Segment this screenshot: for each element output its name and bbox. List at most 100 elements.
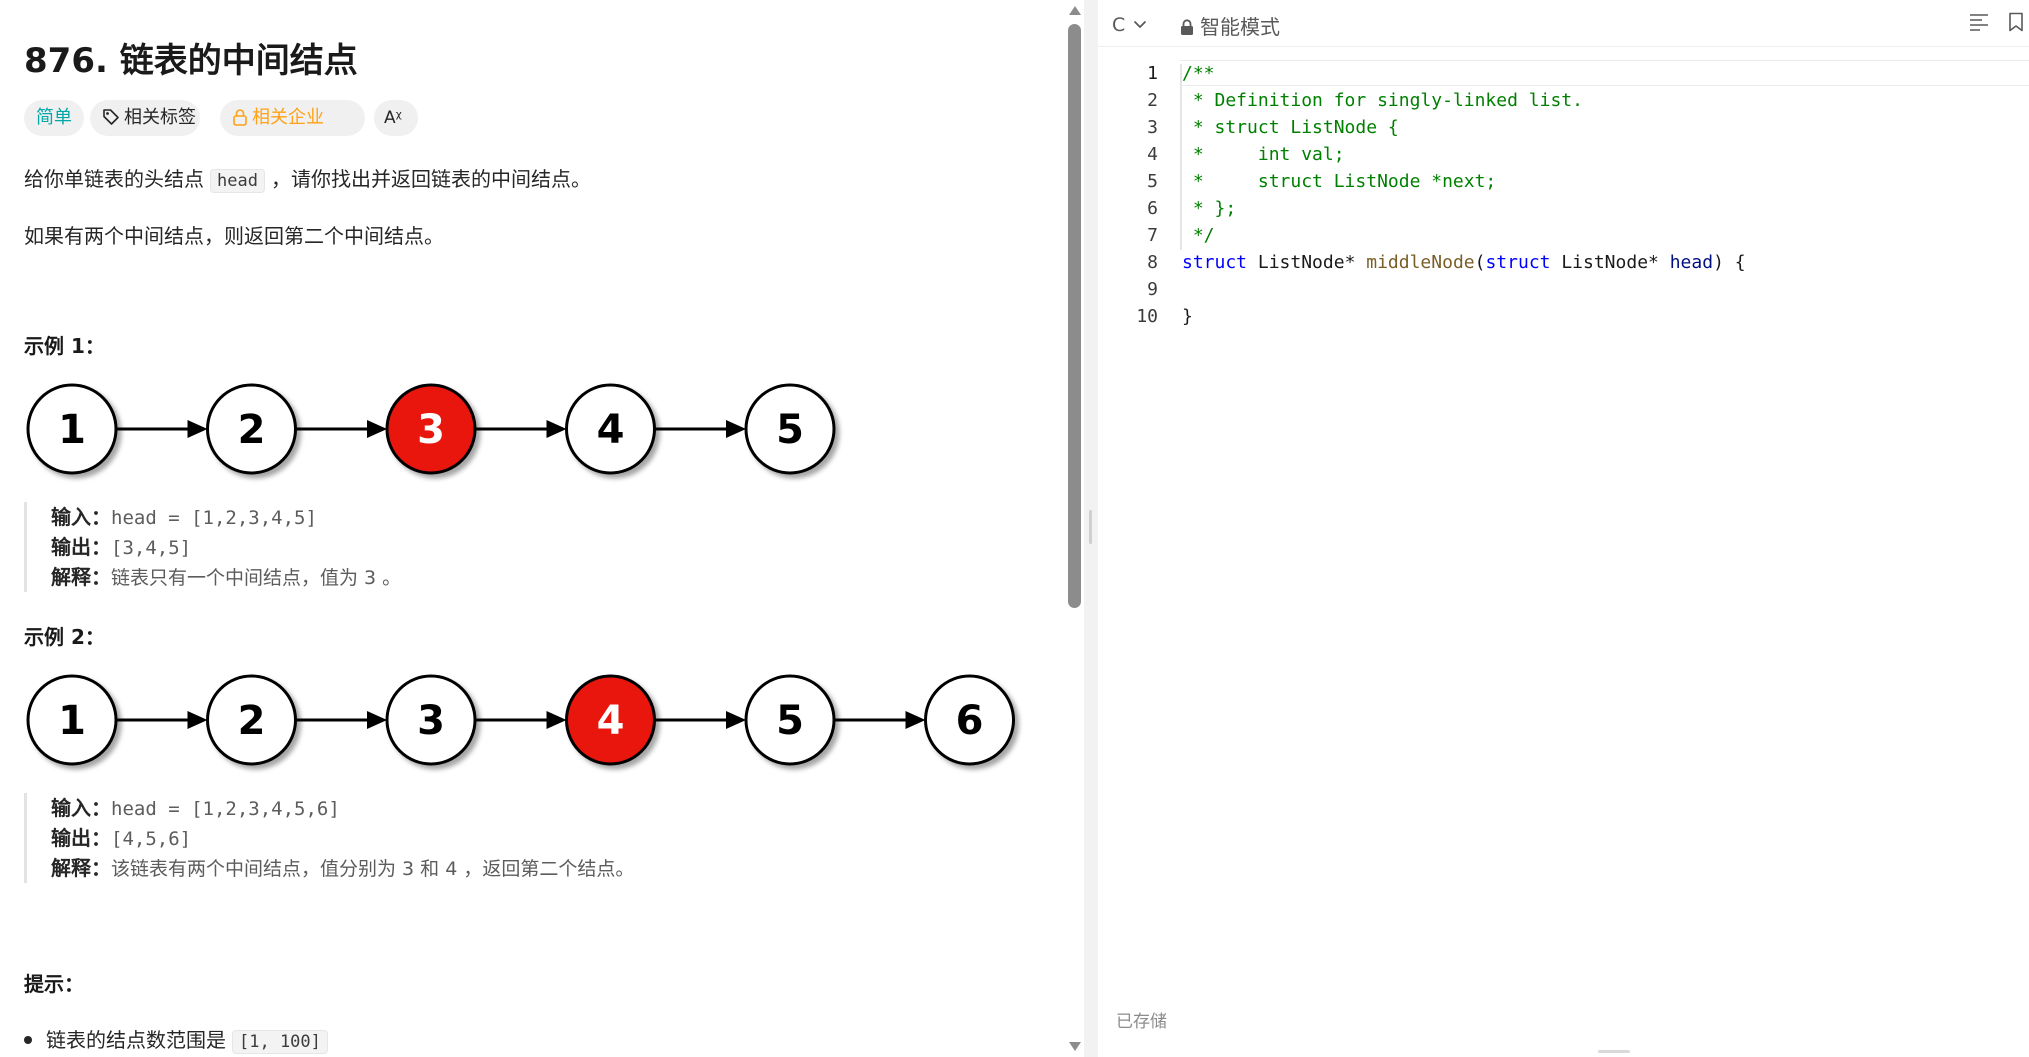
line-number: 4 [1147,144,1158,165]
code-token: * struct ListNode { [1182,117,1399,138]
list-node-label: 2 [238,407,266,453]
scrollbar-thumb[interactable] [1068,24,1081,608]
panel-splitter[interactable] [1084,0,1098,1057]
line-number: 1 [1147,63,1158,84]
example-1-output: 输出：[3,4,5] [51,532,401,562]
fold-guide [1180,64,1182,250]
input-value: head = [1,2,3,4,5,6] [111,798,340,820]
related-tags-button[interactable]: 相关标签 [90,100,200,136]
inline-code-head: head [210,169,265,193]
code-token: * struct ListNode *next; [1182,171,1497,192]
saved-status: 已存储 [1116,1012,1167,1032]
translate-icon: Aᵡ [384,108,402,128]
list-node-label: 1 [58,698,86,744]
arrow-head-icon [367,420,387,438]
language-select[interactable]: C [1112,12,1147,36]
code-text: } [1182,303,1193,330]
output-label: 输出： [51,826,111,850]
explain-label: 解释： [51,565,111,589]
arrow-head-icon [726,711,746,729]
desc-text: 给你单链表的头结点 [24,167,204,191]
list-node-label: 5 [776,407,804,453]
line-number: 9 [1147,279,1158,300]
line-number: 3 [1147,117,1158,138]
list-node-label: 5 [776,698,804,744]
arrow-head-icon [546,420,567,438]
example-1-heading: 示例 1： [24,334,105,358]
problem-title: 876. 链表的中间结点 [24,41,358,81]
console-resize-grip[interactable] [1598,1050,1630,1053]
output-label: 输出： [51,535,111,559]
arrow-head-icon [905,711,926,729]
list-node-highlighted [385,383,477,475]
list-node-highlighted [565,674,656,766]
example-1-explanation: 解释：链表只有一个中间结点，值为 3 。 [51,562,401,592]
code-text: * struct ListNode *next; [1182,168,1496,195]
example-2-block: 输入：head = [1,2,3,4,5,6] 输出：[4,5,6] 解释：该链… [24,793,634,883]
line-number: 6 [1147,198,1158,219]
code-token: /** [1182,63,1215,84]
code-token: */ [1182,225,1215,246]
desc-text: ，请你找出并返回链表的中间结点。 [270,167,591,191]
code-token: middleNode [1366,252,1475,273]
code-text: /** [1182,60,1215,87]
code-token: * Definition for singly-linked list. [1182,90,1583,111]
example-1-input: 输入：head = [1,2,3,4,5] [51,502,401,532]
smart-mode-toggle[interactable]: 智能模式 [1180,11,1280,40]
example-2-output: 输出：[4,5,6] [51,823,634,853]
code-text: * struct ListNode { [1182,114,1399,141]
code-token: ) { [1713,252,1746,273]
bullet-dot [24,1036,32,1044]
hint-item: 链表的结点数范围是[1, 100] [24,1024,334,1054]
editor-toolbar: C 智能模式 [1098,0,2029,47]
code-token: struct [1485,252,1551,273]
code-token: struct [1182,252,1248,273]
chevron-down-icon [1133,12,1147,34]
related-companies-button[interactable]: 相关企业 [220,100,365,136]
bookmark-icon[interactable] [2008,12,2024,36]
language-label: C [1112,14,1126,36]
inline-code-range: [1, 100] [232,1030,328,1054]
code-token: ListNode* [1550,252,1670,273]
line-number: 7 [1147,225,1158,246]
example-2-input: 输入：head = [1,2,3,4,5,6] [51,793,634,823]
code-token: * }; [1182,198,1237,219]
code-area[interactable]: 1 /** 2 * Definition for singly-linked lis… [1098,60,2029,960]
description-scrollbar[interactable] [1064,0,1084,1057]
arrow-head-icon [187,711,208,729]
tag-icon [103,109,119,125]
line-number: 5 [1147,171,1158,192]
line-number: 10 [1136,306,1158,327]
example-2-heading: 示例 2： [24,625,105,649]
arrow-head-icon [367,711,387,729]
scroll-up-arrow-icon[interactable] [1069,6,1081,15]
line-number: 2 [1147,90,1158,111]
output-value: [3,4,5] [111,537,192,559]
explain-value: 链表只有一个中间结点，值为 3 。 [111,567,402,589]
list-node-label: 4 [597,407,625,453]
code-token: } [1182,306,1193,327]
code-text: * }; [1182,195,1236,222]
translate-button[interactable]: Aᵡ [374,100,418,136]
related-tags-label: 相关标签 [124,107,196,128]
input-label: 输入： [51,796,111,820]
example-1-block: 输入：head = [1,2,3,4,5] 输出：[3,4,5] 解释：链表只有… [24,502,401,592]
example-2-explanation: 解释：该链表有两个中间结点，值分别为 3 和 4 ，返回第二个结点。 [51,853,634,883]
list-node-label: 1 [58,407,86,453]
related-companies-label: 相关企业 [252,107,324,128]
hint-text: 链表的结点数范围是 [46,1028,226,1052]
list-node-label: 6 [956,698,984,744]
format-code-icon[interactable] [1969,13,1989,35]
splitter-grip[interactable] [1089,510,1092,544]
lock-icon [1181,19,1193,35]
list-node [744,674,836,766]
current-line-highlight [1180,60,2029,86]
list-node [744,383,836,475]
smart-mode-label: 智能模式 [1200,15,1280,39]
scroll-down-arrow-icon[interactable] [1069,1042,1081,1051]
code-token: * int val; [1182,144,1345,165]
